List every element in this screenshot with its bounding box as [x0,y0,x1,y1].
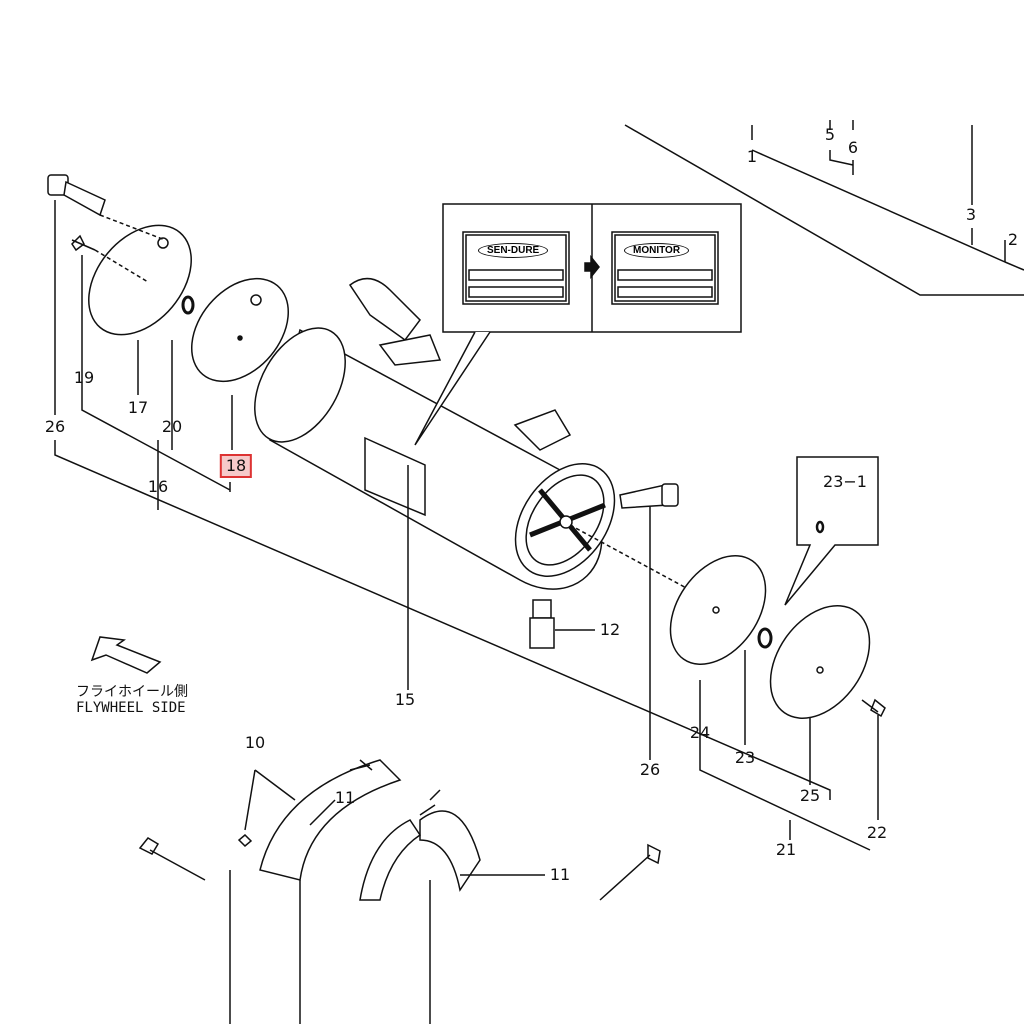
part-label-25[interactable]: 25 [799,786,821,805]
part-label-12[interactable]: 12 [599,620,621,639]
part-label-26-right[interactable]: 26 [639,760,661,779]
monitor-plate: MONITOR [624,243,690,258]
part-label-5[interactable]: 5 [824,125,836,144]
part-label-11[interactable]: 11 [334,788,356,807]
part-label-20[interactable]: 20 [161,417,183,436]
part-label-22[interactable]: 22 [866,823,888,842]
flywheel-side-japanese: フライホイール側 [76,684,188,700]
part-label-3[interactable]: 3 [965,205,977,224]
part-label-26[interactable]: 26 [44,417,66,436]
flywheel-side-english: FLYWHEEL SIDE [76,700,186,716]
part-label-16[interactable]: 16 [147,477,169,496]
sen-dure-plate: SEN-DURE [478,243,549,258]
part-label-24[interactable]: 24 [689,723,711,742]
part-label-19[interactable]: 19 [73,368,95,387]
part-label-18-selected[interactable]: 18 [219,454,253,478]
part-label-23-1[interactable]: 23−1 [823,472,867,491]
part-label-11-lower[interactable]: 11 [549,865,571,884]
part-label-17[interactable]: 17 [127,398,149,417]
part-label-1[interactable]: 1 [746,147,758,166]
part-label-21[interactable]: 21 [775,840,797,859]
part-label-2[interactable]: 2 [1007,230,1019,249]
part-label-23[interactable]: 23 [734,748,756,767]
part-label-6[interactable]: 6 [847,138,859,157]
part-label-15[interactable]: 15 [394,690,416,709]
part-label-10[interactable]: 10 [244,733,266,752]
